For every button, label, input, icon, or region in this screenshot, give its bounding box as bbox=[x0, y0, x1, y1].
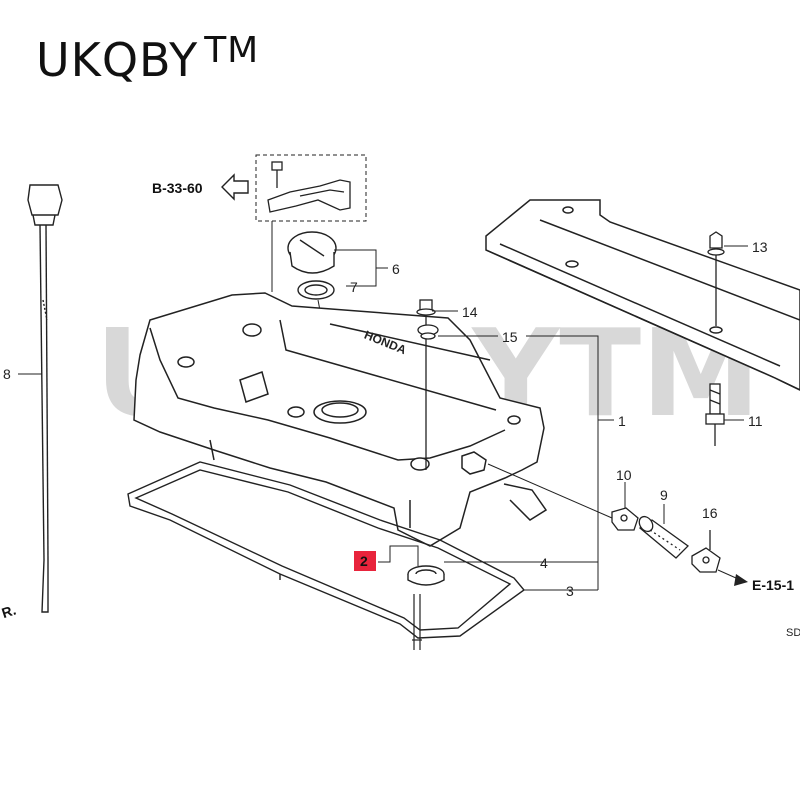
ref-e-15-1: E-15-1 bbox=[752, 577, 794, 593]
ref-b-33-60: B-33-60 bbox=[152, 180, 203, 196]
callout-13: 13 bbox=[752, 239, 768, 255]
callout-7: 7 bbox=[350, 279, 358, 295]
oil-filler-cap bbox=[287, 231, 337, 274]
cylinder-head-cover bbox=[133, 292, 548, 547]
callout-10: 10 bbox=[616, 467, 632, 483]
callout-16: 16 bbox=[702, 505, 718, 521]
oil-cap-seal bbox=[297, 280, 335, 300]
brand-name: UKQBY bbox=[36, 33, 199, 87]
ignition-coil-cover bbox=[485, 199, 800, 391]
callout-6: 6 bbox=[392, 261, 400, 277]
dipstick-part bbox=[27, 184, 63, 613]
plug-tube-seal bbox=[407, 565, 445, 586]
callout-15: 15 bbox=[502, 329, 518, 345]
ignition-coil-part bbox=[705, 383, 725, 446]
breather-hose-part-9 bbox=[638, 515, 689, 559]
bolt-part-13 bbox=[707, 231, 725, 326]
arrow-left-icon bbox=[221, 173, 249, 201]
head-cover-gasket bbox=[127, 461, 526, 639]
callout-14: 14 bbox=[462, 304, 478, 320]
left-edge-text: R. bbox=[0, 602, 18, 622]
corner-code: SD bbox=[786, 627, 800, 639]
callout-9: 9 bbox=[660, 487, 668, 503]
hose-clamp-part-16 bbox=[691, 530, 721, 573]
callout-11: 11 bbox=[748, 413, 763, 429]
callout-3: 3 bbox=[566, 583, 574, 599]
bracket-part bbox=[267, 161, 351, 213]
grommet-part-15 bbox=[417, 324, 439, 340]
highlight-badge[interactable] bbox=[354, 551, 376, 571]
callout-4: 4 bbox=[540, 555, 548, 571]
callout-8: 8 bbox=[3, 366, 11, 382]
stud-part bbox=[412, 594, 422, 650]
bolt-part-14 bbox=[416, 299, 436, 470]
callout-1: 1 bbox=[618, 413, 626, 429]
arrow-right-icon bbox=[734, 574, 748, 586]
callout-2[interactable]: 2 bbox=[360, 553, 368, 569]
bracket-detail-box bbox=[255, 154, 367, 222]
hose-clamp-part-10 bbox=[611, 507, 639, 531]
brand-trademark: TM bbox=[204, 30, 260, 71]
